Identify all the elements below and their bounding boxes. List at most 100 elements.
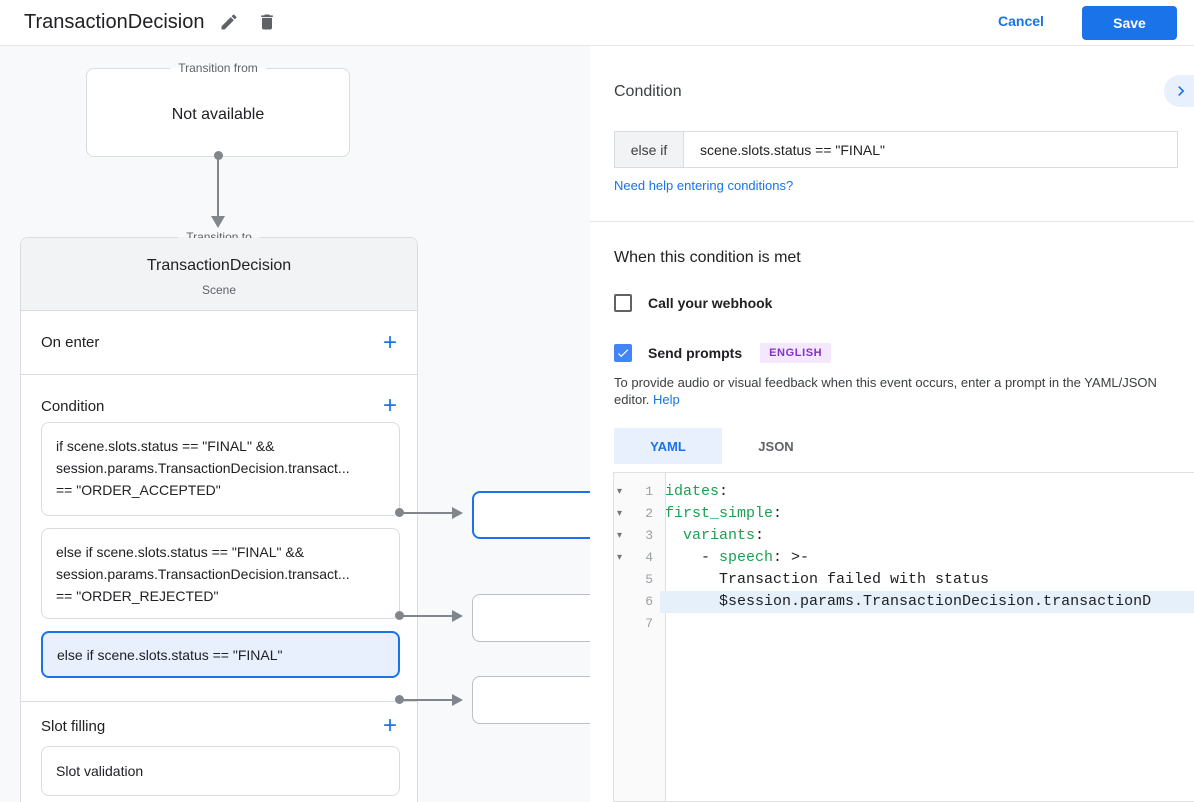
delete-scene-button[interactable] xyxy=(257,12,279,34)
line-number: 1 xyxy=(645,484,653,499)
call-webhook-row: Call your webhook xyxy=(614,294,772,312)
language-badge: ENGLISH xyxy=(760,343,832,363)
connector-line xyxy=(402,512,453,514)
connector-line xyxy=(402,699,453,701)
scene-name: TransactionDecision xyxy=(146,257,292,274)
chevron-right-icon xyxy=(1178,86,1185,96)
editor-line: ▾ 7 xyxy=(614,613,1194,635)
condition-text: else if scene.slots.status == "FINAL" xyxy=(57,646,283,663)
code-text xyxy=(660,613,1194,635)
code-text: Transaction failed with status xyxy=(665,571,990,588)
cancel-button[interactable]: Cancel xyxy=(998,13,1044,29)
condition-text: == "ORDER_REJECTED" xyxy=(56,588,219,604)
add-condition-icon[interactable]: + xyxy=(382,392,397,419)
edit-scene-button[interactable] xyxy=(219,12,241,34)
scene-card-header: TransactionDecision Scene xyxy=(21,238,417,311)
editor-line: ▾ 1 idates: xyxy=(614,481,1194,503)
connector-dot xyxy=(395,695,404,704)
prompt-description: To provide audio or visual feedback when… xyxy=(614,374,1178,408)
condition-expression-input[interactable]: scene.slots.status == "FINAL" xyxy=(700,141,886,158)
call-webhook-checkbox[interactable] xyxy=(614,294,632,312)
section-divider xyxy=(21,701,417,702)
editor-line: ▾ 3 variants: xyxy=(614,525,1194,547)
transition-from-box: Transition from Not available xyxy=(86,61,350,157)
editor-line: ▾ 2 first_simple: xyxy=(614,503,1194,525)
slot-item-label: Slot validation xyxy=(56,763,144,779)
condition-item[interactable]: else if scene.slots.status == "FINAL" &&… xyxy=(41,528,400,619)
line-number: 5 xyxy=(645,572,653,587)
condition-text: == "ORDER_ACCEPTED" xyxy=(56,482,221,498)
condition-text: session.params.TransactionDecision.trans… xyxy=(56,566,350,582)
connector-line xyxy=(402,615,453,617)
fold-arrow-icon[interactable]: ▾ xyxy=(617,508,623,519)
pencil-icon xyxy=(221,14,237,30)
condition-operator-label: else if xyxy=(615,132,684,167)
fold-arrow-icon[interactable]: ▾ xyxy=(617,486,623,497)
connector-arrowhead xyxy=(452,507,463,519)
connector-line xyxy=(217,158,219,218)
code-text: variants: xyxy=(683,527,765,544)
condition-detail-panel: Condition else if scene.slots.status == … xyxy=(590,46,1194,802)
connector-dot xyxy=(214,151,223,160)
top-bar: TransactionDecision Cancel Save xyxy=(0,0,1194,46)
yaml-code-editor[interactable]: ▾ 1 idates: ▾ 2 first_simple: ▾ 3 varian… xyxy=(613,472,1194,802)
transition-from-value: Not available xyxy=(171,106,265,123)
code-text: - speech: >- xyxy=(665,549,810,566)
send-prompts-row: Send prompts ENGLISH xyxy=(614,343,832,363)
condition-help-link[interactable]: Need help entering conditions? xyxy=(614,178,794,193)
editor-line-highlighted: ▾ 6 $session.params.TransactionDecision.… xyxy=(614,591,1194,613)
transition-from-legend: Transition from xyxy=(170,61,266,75)
connector-dot xyxy=(395,611,404,620)
tab-json[interactable]: JSON xyxy=(758,438,794,454)
tab-yaml[interactable]: YAML xyxy=(614,428,722,464)
code-text: $session.params.TransactionDecision.tran… xyxy=(660,591,1194,613)
transition-to-card: Transition to TransactionDecision Scene … xyxy=(20,230,418,802)
send-prompts-checkbox[interactable] xyxy=(614,344,632,362)
page-title: TransactionDecision xyxy=(24,11,205,33)
collapse-panel-button[interactable] xyxy=(1164,75,1194,107)
condition-text: session.params.TransactionDecision.trans… xyxy=(56,460,350,476)
connector-dot xyxy=(395,508,404,517)
line-number: 2 xyxy=(645,506,653,521)
prompt-description-text: To provide audio or visual feedback when… xyxy=(614,375,1157,407)
scene-type: Scene xyxy=(201,283,237,297)
line-number: 4 xyxy=(645,550,653,565)
connector-arrowhead xyxy=(452,694,463,706)
condition-item-selected[interactable]: else if scene.slots.status == "FINAL" xyxy=(41,631,400,678)
when-condition-met-title: When this condition is met xyxy=(614,249,801,266)
condition-text: if scene.slots.status == "FINAL" && xyxy=(56,438,275,454)
slot-filling-label: Slot filling xyxy=(41,717,106,735)
connector-arrowhead xyxy=(211,216,225,228)
send-prompts-label: Send prompts xyxy=(648,345,743,361)
line-number: 6 xyxy=(645,594,653,609)
fold-arrow-icon[interactable]: ▾ xyxy=(617,552,623,563)
save-button[interactable]: Save xyxy=(1082,6,1177,40)
prompt-help-link[interactable]: Help xyxy=(653,392,680,407)
slot-validation-item[interactable]: Slot validation xyxy=(41,746,400,796)
panel-condition-title: Condition xyxy=(614,83,682,100)
add-on-enter-icon[interactable]: + xyxy=(382,328,397,356)
condition-text: else if scene.slots.status == "FINAL" && xyxy=(56,544,305,560)
editor-line: ▾ 4 - speech: >- xyxy=(614,547,1194,569)
condition-item[interactable]: if scene.slots.status == "FINAL" && sess… xyxy=(41,422,400,516)
editor-lines: ▾ 1 idates: ▾ 2 first_simple: ▾ 3 varian… xyxy=(614,481,1194,635)
panel-divider xyxy=(590,221,1194,222)
call-webhook-label: Call your webhook xyxy=(648,295,773,311)
fold-arrow-icon[interactable]: ▾ xyxy=(617,530,623,541)
code-text: idates: xyxy=(665,483,729,500)
check-icon xyxy=(617,349,629,358)
slot-filling-section-row: Slot filling + xyxy=(21,706,417,746)
trash-icon xyxy=(261,14,273,30)
line-number: 7 xyxy=(645,616,653,631)
editor-tabs: YAML JSON xyxy=(614,428,830,464)
add-slot-icon[interactable]: + xyxy=(382,712,397,739)
code-text: first_simple: xyxy=(665,505,783,522)
line-number: 3 xyxy=(645,528,653,543)
on-enter-row[interactable]: On enter + xyxy=(21,311,417,375)
condition-section-row: Condition + xyxy=(21,386,417,426)
on-enter-label: On enter xyxy=(41,334,100,351)
editor-line: ▾ 5 Transaction failed with status xyxy=(614,569,1194,591)
scene-diagram: Transition from Not available Transition… xyxy=(0,46,620,802)
condition-input-group: else if scene.slots.status == "FINAL" xyxy=(614,131,1178,168)
